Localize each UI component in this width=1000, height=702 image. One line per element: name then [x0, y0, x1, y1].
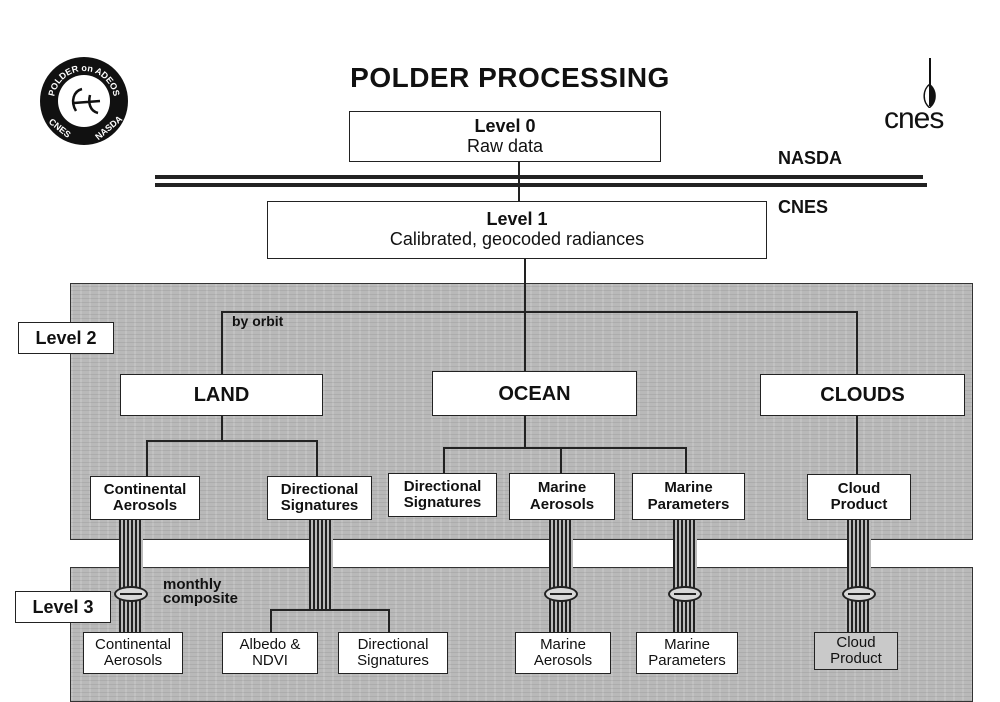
bus-to-land [221, 311, 223, 374]
clouds-box: CLOUDS [760, 374, 965, 416]
level0-subtitle: Raw data [466, 135, 544, 156]
by-orbit-bus [221, 311, 858, 313]
page-title: POLDER PROCESSING [350, 62, 670, 93]
level0-title: Level 0 [474, 115, 536, 136]
land-stem [221, 416, 223, 441]
l2-ocean-directional-signatures-box: Directional Signatures [388, 473, 497, 517]
agency-divider-top [155, 175, 923, 179]
connector-l1-trunk [524, 259, 526, 312]
l3-marine-parameters-box: Marine Parameters [636, 632, 738, 674]
ocean-branch-mid [560, 447, 562, 473]
land-label: LAND [193, 384, 250, 406]
clouds-stem [856, 416, 858, 474]
agency-divider-bottom [155, 183, 927, 187]
l3-cloud-product-box: Cloud Product [814, 632, 898, 670]
l2-marine-parameters-box: Marine Parameters [632, 473, 745, 520]
cnes-emblem-icon [923, 58, 936, 108]
l3-land-split-right [388, 609, 390, 633]
cable-continental-aerosols [119, 520, 143, 632]
land-branch-bus [146, 440, 318, 442]
cable-cloud-product [847, 520, 871, 632]
level1-title: Level 1 [486, 209, 548, 230]
polder-adeos-logo: POLDER on ADEOS CNES NASDA [40, 57, 128, 145]
cnes-logo-text: cnes [884, 102, 944, 135]
l3-albedo-ndvi-box: Albedo & NDVI [222, 632, 318, 674]
ocean-branch-left [443, 447, 445, 473]
cable-land-directional [309, 520, 333, 610]
land-branch-left [146, 440, 148, 476]
l3-marine-aerosols-box: Marine Aerosols [515, 632, 611, 674]
land-branch-right [316, 440, 318, 476]
level0-box: Level 0 Raw data [349, 111, 661, 162]
connector-l0-l1 [518, 162, 520, 202]
ocean-branch-bus [443, 447, 687, 449]
cnes-logo: cnes [880, 58, 970, 138]
ocean-stem [524, 416, 526, 448]
level1-subtitle: Calibrated, geocoded radiances [389, 229, 645, 249]
l3-continental-aerosols-box: Continental Aerosols [83, 632, 183, 674]
composite-ring-marine-parameters [668, 586, 702, 602]
cable-marine-parameters [673, 520, 697, 632]
l2-land-directional-signatures-box: Directional Signatures [267, 476, 372, 520]
l3-land-split-left [270, 609, 272, 633]
clouds-label: CLOUDS [820, 384, 905, 406]
land-box: LAND [120, 374, 323, 416]
ocean-box: OCEAN [432, 371, 637, 416]
level2-label: Level 2 [18, 322, 114, 354]
agency-cnes: CNES [778, 197, 829, 217]
monthly-composite-label: monthly composite [163, 576, 239, 608]
bus-to-ocean [524, 311, 526, 371]
composite-ring-continental [114, 586, 148, 602]
l2-cloud-product-box: Cloud Product [807, 474, 911, 520]
level3-label: Level 3 [15, 591, 111, 623]
l2-marine-aerosols-box: Marine Aerosols [509, 473, 615, 520]
agency-nasda: NASDA [778, 148, 843, 168]
bus-to-clouds [856, 311, 858, 374]
composite-ring-cloud [842, 586, 876, 602]
l2-continental-aerosols-box: Continental Aerosols [90, 476, 200, 520]
level1-box: Level 1 Calibrated, geocoded radiances [267, 201, 767, 259]
ocean-label: OCEAN [498, 382, 571, 405]
cable-marine-aerosols [549, 520, 573, 632]
ocean-branch-right [685, 447, 687, 473]
l3-directional-signatures-box: Directional Signatures [338, 632, 448, 674]
l3-land-split-bus [270, 609, 390, 611]
by-orbit-label: by orbit [232, 313, 284, 329]
composite-ring-marine-aerosols [544, 586, 578, 602]
